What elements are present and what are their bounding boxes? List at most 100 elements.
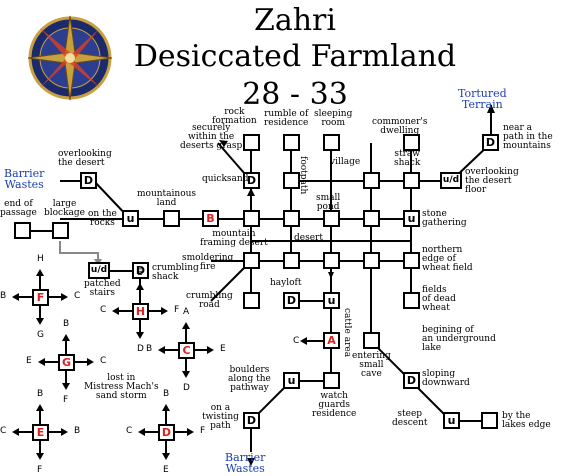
- room-box[interactable]: [283, 134, 300, 151]
- label-rock-formation: rock formation: [212, 107, 257, 126]
- label-rumble-residence: rumble of residence: [264, 109, 309, 128]
- room-updown[interactable]: u/d: [440, 172, 462, 189]
- legend-door[interactable]: F: [32, 289, 49, 306]
- legend-north-letter: H: [37, 254, 44, 264]
- room-box[interactable]: [163, 210, 180, 227]
- label-sleeping-room: sleeping room: [314, 109, 353, 128]
- room-box[interactable]: [363, 210, 380, 227]
- legend-west-letter: C: [126, 426, 133, 436]
- legend-south-letter: F: [37, 465, 43, 475]
- label-large-blockage: large blockage: [44, 199, 86, 218]
- label-commoners-dwelling: commoner's dwelling: [372, 117, 428, 136]
- room-box[interactable]: [363, 172, 380, 189]
- room-box[interactable]: [323, 252, 340, 269]
- label-mountain-framing: mountain framing desert: [200, 229, 268, 248]
- room-box[interactable]: [403, 292, 420, 309]
- map-level-range: 28 - 33: [242, 77, 348, 112]
- room-door[interactable]: D: [243, 412, 260, 429]
- legend-door[interactable]: C: [178, 342, 195, 359]
- compass-rose-icon: [27, 15, 113, 101]
- exit-barrier-wastes-bottom[interactable]: Barrier Wastes: [225, 451, 266, 475]
- room-door-b[interactable]: B: [202, 210, 219, 227]
- legend-north-letter: E: [137, 268, 143, 278]
- exit-barrier-wastes-top[interactable]: Barrier Wastes: [4, 167, 45, 191]
- room-box[interactable]: [243, 134, 260, 151]
- room-box[interactable]: [403, 252, 420, 269]
- legend-south-letter: G: [37, 330, 44, 340]
- label-on-the-rocks: on the rocks: [88, 209, 117, 228]
- label-crumbling-road: crumbling road: [186, 291, 233, 310]
- room-box[interactable]: [323, 134, 340, 151]
- legend-north-letter: B: [163, 389, 170, 399]
- label-boulders: boulders along the pathway: [228, 365, 271, 393]
- room-box[interactable]: [243, 210, 260, 227]
- legend-east-letter: C: [100, 356, 107, 366]
- label-crumbling-shack: crumbling shack: [152, 263, 199, 282]
- room-door-quicksand[interactable]: D: [243, 172, 260, 189]
- label-securely-within: securely within the deserts grasp: [180, 123, 243, 151]
- room-box[interactable]: [363, 252, 380, 269]
- room-up[interactable]: u: [443, 412, 460, 429]
- legend-door[interactable]: G: [58, 354, 75, 371]
- room-box[interactable]: [52, 222, 69, 239]
- room-up[interactable]: u: [403, 210, 420, 227]
- room-box[interactable]: [403, 134, 420, 151]
- room-updown[interactable]: u/d: [88, 262, 110, 279]
- room-box[interactable]: [403, 172, 420, 189]
- label-cattle-area: cattle area: [342, 308, 352, 358]
- exit-tortured-terrain[interactable]: Tortured Terrain: [458, 87, 507, 111]
- label-near-path: near a path in the mountains: [503, 123, 553, 151]
- legend-north-letter: B: [63, 319, 70, 329]
- legend-east-letter: C: [74, 291, 81, 301]
- label-end-of-passage: end of passage: [0, 199, 37, 218]
- legend-door[interactable]: H: [132, 303, 149, 320]
- legend-east-letter: E: [220, 344, 226, 354]
- label-overlooking-floor: overlooking the desert floor: [465, 167, 519, 195]
- label-sloping-downward: sloping downward: [422, 369, 470, 388]
- room-door-a[interactable]: A: [323, 332, 340, 349]
- legend-door[interactable]: D: [158, 424, 175, 441]
- label-hayloft: hayloft: [270, 278, 302, 288]
- room-door[interactable]: D: [132, 262, 149, 279]
- room-door[interactable]: D: [482, 134, 499, 151]
- label-begining-lake: begining of an underground lake: [422, 325, 496, 353]
- label-small-pond: small pond: [316, 193, 341, 212]
- room-box[interactable]: [283, 252, 300, 269]
- room-box[interactable]: [363, 332, 380, 349]
- room-box[interactable]: [283, 210, 300, 227]
- label-quicksand: quicksand: [202, 174, 249, 184]
- label-watch-guards: watch guards residence: [312, 391, 357, 419]
- room-up[interactable]: u: [323, 292, 340, 309]
- map-title: Zahri: [254, 3, 336, 38]
- room-box[interactable]: [323, 210, 340, 227]
- room-up[interactable]: u: [122, 210, 139, 227]
- label-desert: desert: [294, 233, 323, 243]
- room-up[interactable]: u: [283, 372, 300, 389]
- room-box[interactable]: [14, 222, 31, 239]
- legend-west-letter: E: [26, 356, 32, 366]
- label-by-lakes-edge: by the lakes edge: [502, 411, 551, 430]
- label-patched-stairs: patched stairs: [84, 279, 121, 298]
- room-box[interactable]: [243, 292, 260, 309]
- legend-west-letter: B: [146, 344, 153, 354]
- label-stone-gathering: stone gathering: [422, 209, 467, 228]
- room-door[interactable]: D: [403, 372, 420, 389]
- room-box[interactable]: [323, 372, 340, 389]
- label-straw-shack: straw shack: [394, 149, 421, 168]
- legend-north-letter: A: [183, 307, 190, 317]
- legend-west-letter: B: [0, 291, 7, 301]
- label-steep-descent: steep descent: [392, 409, 428, 428]
- room-box[interactable]: [283, 172, 300, 189]
- room-box[interactable]: [243, 252, 260, 269]
- legend-north-letter: B: [37, 389, 44, 399]
- label-mountainous-land: mountainous land: [137, 189, 197, 208]
- legend-door[interactable]: E: [32, 424, 49, 441]
- label-village: village: [330, 157, 361, 167]
- room-box[interactable]: [481, 412, 498, 429]
- legend-south-letter: F: [63, 395, 69, 405]
- label-northern-edge: northern edge of wheat field: [422, 245, 473, 273]
- room-door-hayloft[interactable]: D: [283, 292, 300, 309]
- cave-exit-letter: C: [293, 336, 300, 346]
- room-door[interactable]: D: [80, 172, 97, 189]
